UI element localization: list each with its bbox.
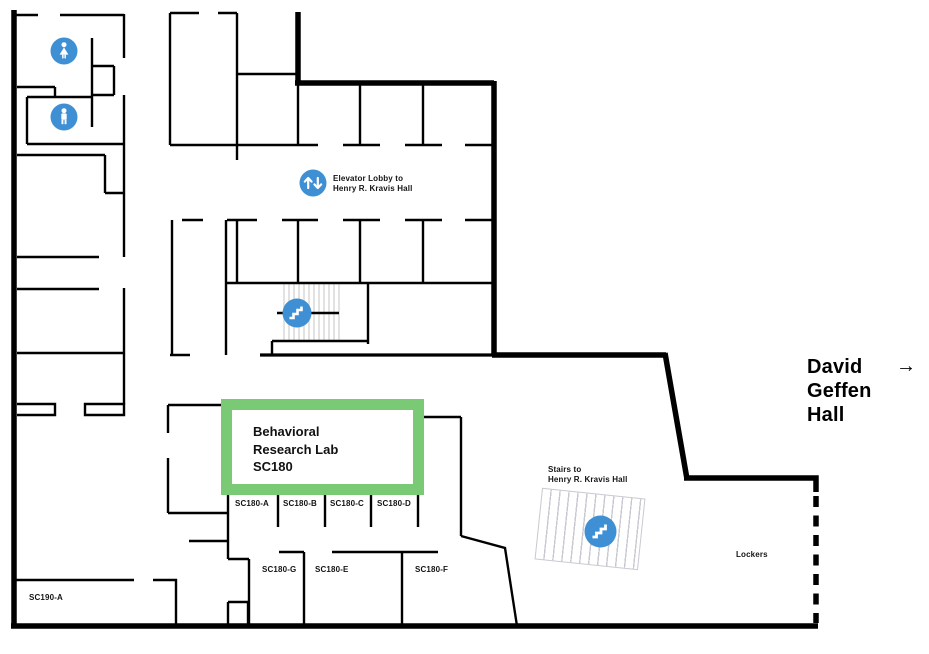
- interior-walls: [14, 11, 519, 627]
- lockers-label: Lockers: [736, 550, 768, 559]
- room-label-sc180g: SC180-G: [262, 565, 297, 574]
- destination-line2: Geffen: [807, 380, 872, 402]
- room-label-sc180c: SC180-C: [330, 499, 364, 508]
- destination-david-geffen-hall: David Geffen Hall: [807, 355, 872, 427]
- highlighted-room-label-line3: SC180: [253, 459, 293, 474]
- room-label-sc190a: SC190-A: [29, 593, 63, 602]
- right-arrow-icon[interactable]: →: [896, 355, 916, 377]
- room-label-sc180b: SC180-B: [283, 499, 317, 508]
- mens-restroom-icon: [50, 103, 78, 131]
- destination-line1: David: [807, 356, 863, 378]
- highlighted-room-label-line1: Behavioral: [253, 424, 320, 439]
- womens-restroom-icon: [50, 37, 78, 65]
- outer-walls: [11, 10, 819, 629]
- highlighted-room-behavioral-research-lab[interactable]: Behavioral Research Lab SC180: [221, 399, 424, 495]
- stairs-icon-kravis: [584, 515, 617, 548]
- destination-line3: Hall: [807, 404, 845, 426]
- stairs-to-kravis-label-line2: Henry R. Kravis Hall: [548, 474, 628, 484]
- stairs-to-kravis-label: Stairs to Henry R. Kravis Hall: [548, 465, 627, 484]
- highlighted-room-label: Behavioral Research Lab SC180: [232, 410, 413, 476]
- elevator-icon: [299, 169, 327, 197]
- room-label-sc180f: SC180-F: [415, 565, 449, 574]
- elevator-lobby-label: Elevator Lobby to Henry R. Kravis Hall: [333, 174, 412, 193]
- room-label-sc180d: SC180-D: [377, 499, 411, 508]
- stairs-to-kravis-label-line1: Stairs to: [548, 465, 582, 474]
- elevator-lobby-label-line1: Elevator Lobby to: [333, 174, 404, 183]
- stairs-icon-center: [282, 298, 312, 328]
- room-label-sc180a: SC180-A: [235, 499, 269, 508]
- elevator-lobby-label-line2: Henry R. Kravis Hall: [333, 183, 413, 193]
- highlighted-room-label-line2: Research Lab: [253, 441, 339, 457]
- room-label-sc180e: SC180-E: [315, 565, 349, 574]
